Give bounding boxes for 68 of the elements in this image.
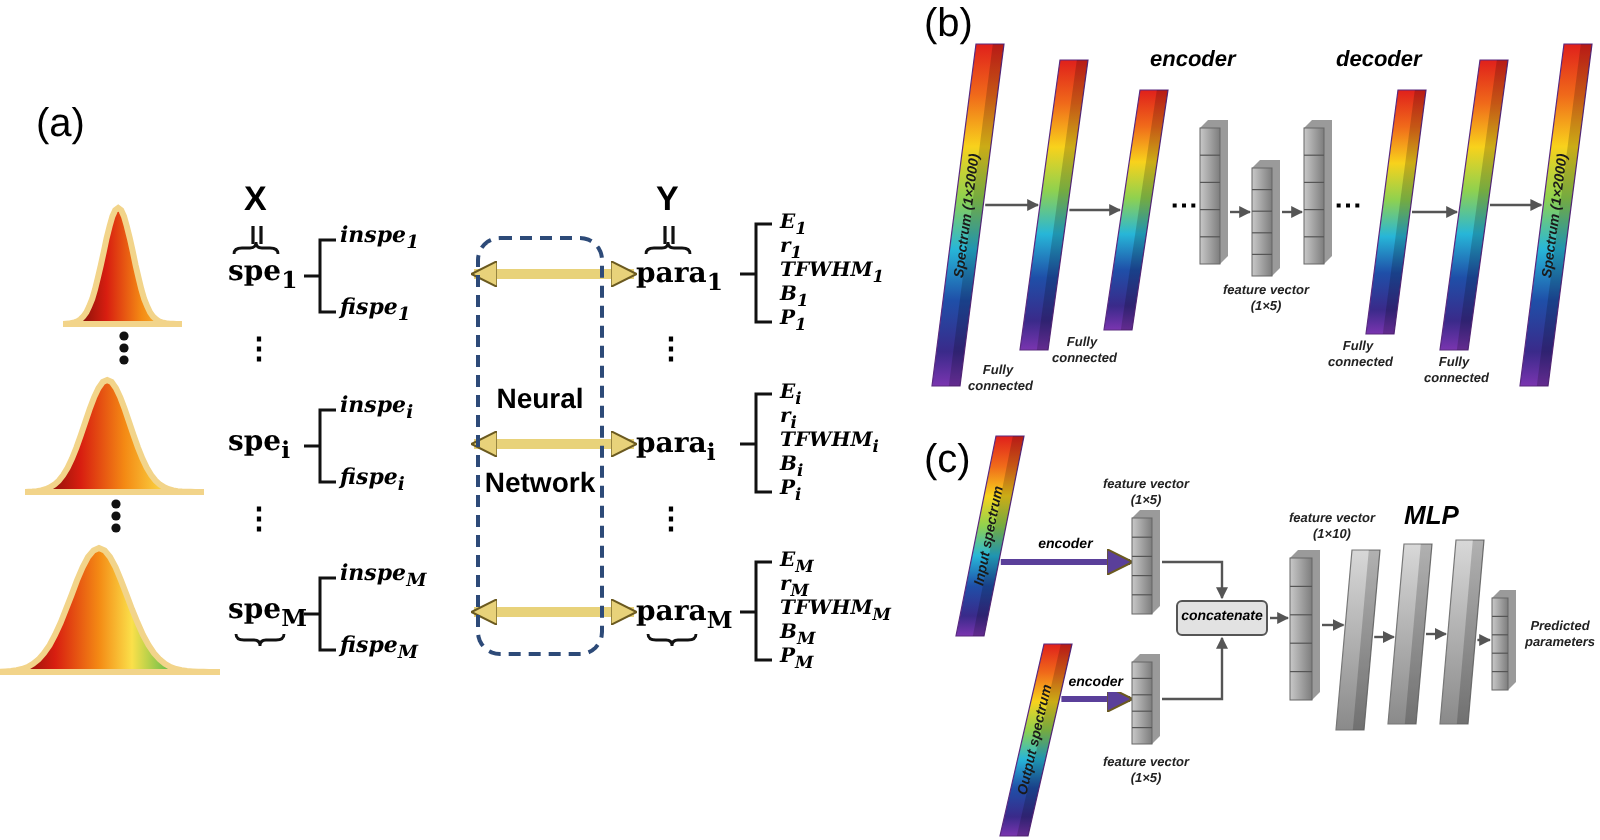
ellipsis-mark: ⋮ [656,332,686,368]
parameter-label: TFWHM$_{1}$ [780,260,885,286]
arrow [1490,199,1543,211]
arrow [470,259,638,289]
parameter-label: B$_{M}$ [780,622,816,648]
variable-label: para$_{i}$ [636,426,728,462]
arrow [1322,619,1345,631]
parameter-label: TFWHM$_{M}$ [780,598,892,624]
variable-label: Y [656,180,679,221]
parameter-label: TFWHM$_{i}$ [780,430,879,456]
variable-label: fispe$_{1}$ [340,296,411,329]
arrow [1282,206,1304,218]
ellipsis-mark: ⋯ [1170,188,1198,222]
spectrum-bar [1000,644,1072,836]
ellipsis-mark: ⋯ [1334,188,1362,222]
arrow [1426,628,1447,640]
arrow [1270,612,1290,624]
layer-bar [1440,540,1484,724]
parameter-label: P$_{M}$ [780,646,814,674]
variable-label: inspe$_{M}$ [340,562,427,595]
section-title: encoder [1150,48,1236,75]
arrow [470,429,638,459]
parameter-label: E$_{i}$ [780,382,802,410]
spectrum-bar [1104,90,1168,330]
feature-block [1200,120,1228,264]
parameter-label: B$_{i}$ [780,454,804,480]
arrow [985,199,1040,211]
layer-bar [1388,544,1432,724]
parameter-label: E$_{1}$ [780,212,807,240]
arrow [1162,560,1228,600]
parameter-label: r$_{M}$ [780,574,809,600]
panel-label: (b) [924,0,973,48]
arrow [1230,206,1252,218]
arrow [1477,634,1492,646]
variable-label: inspe$_{i}$ [340,394,414,427]
variable-label: para$_{1}$ [636,256,728,292]
variable-label: fispe$_{i}$ [340,466,405,499]
panel-label: (c) [924,436,971,484]
arrow [1000,547,1134,577]
arrow [1374,631,1395,643]
variable-label: fispe$_{M}$ [340,634,419,667]
variable-label: spe$_{M}$ [228,594,307,632]
variable-label: spe$_{1}$ [228,256,298,294]
parameter-label: r$_{1}$ [780,236,803,262]
variable-label: X [244,180,267,221]
ellipsis-mark: ⋮ [244,332,274,368]
feature-block [1304,120,1332,264]
box-label: Neural Network [482,380,598,502]
parameter-label: P$_{1}$ [780,308,807,336]
spectrum-bar [1520,44,1592,386]
arrow [1069,204,1122,216]
section-title: MLP [1404,500,1459,532]
arrow [1412,206,1459,218]
ellipsis-mark: ⋮ [244,502,274,538]
section-title: decoder [1336,48,1422,75]
parameter-label: r$_{i}$ [780,406,797,432]
ellipsis-mark: ⋮ [656,502,686,538]
parameter-label: E$_{M}$ [780,550,814,578]
variable-label: spe$_{i}$ [228,426,291,464]
layer-bar [1336,550,1380,730]
parameter-label: P$_{i}$ [780,478,802,506]
parameter-label: B$_{1}$ [780,284,809,310]
panel-label: (a) [36,100,85,148]
variable-label: inspe$_{1}$ [340,224,419,257]
variable-label: para$_{M}$ [636,594,728,630]
arrow [470,597,638,627]
network-box [476,236,604,656]
arrow [1162,636,1228,701]
